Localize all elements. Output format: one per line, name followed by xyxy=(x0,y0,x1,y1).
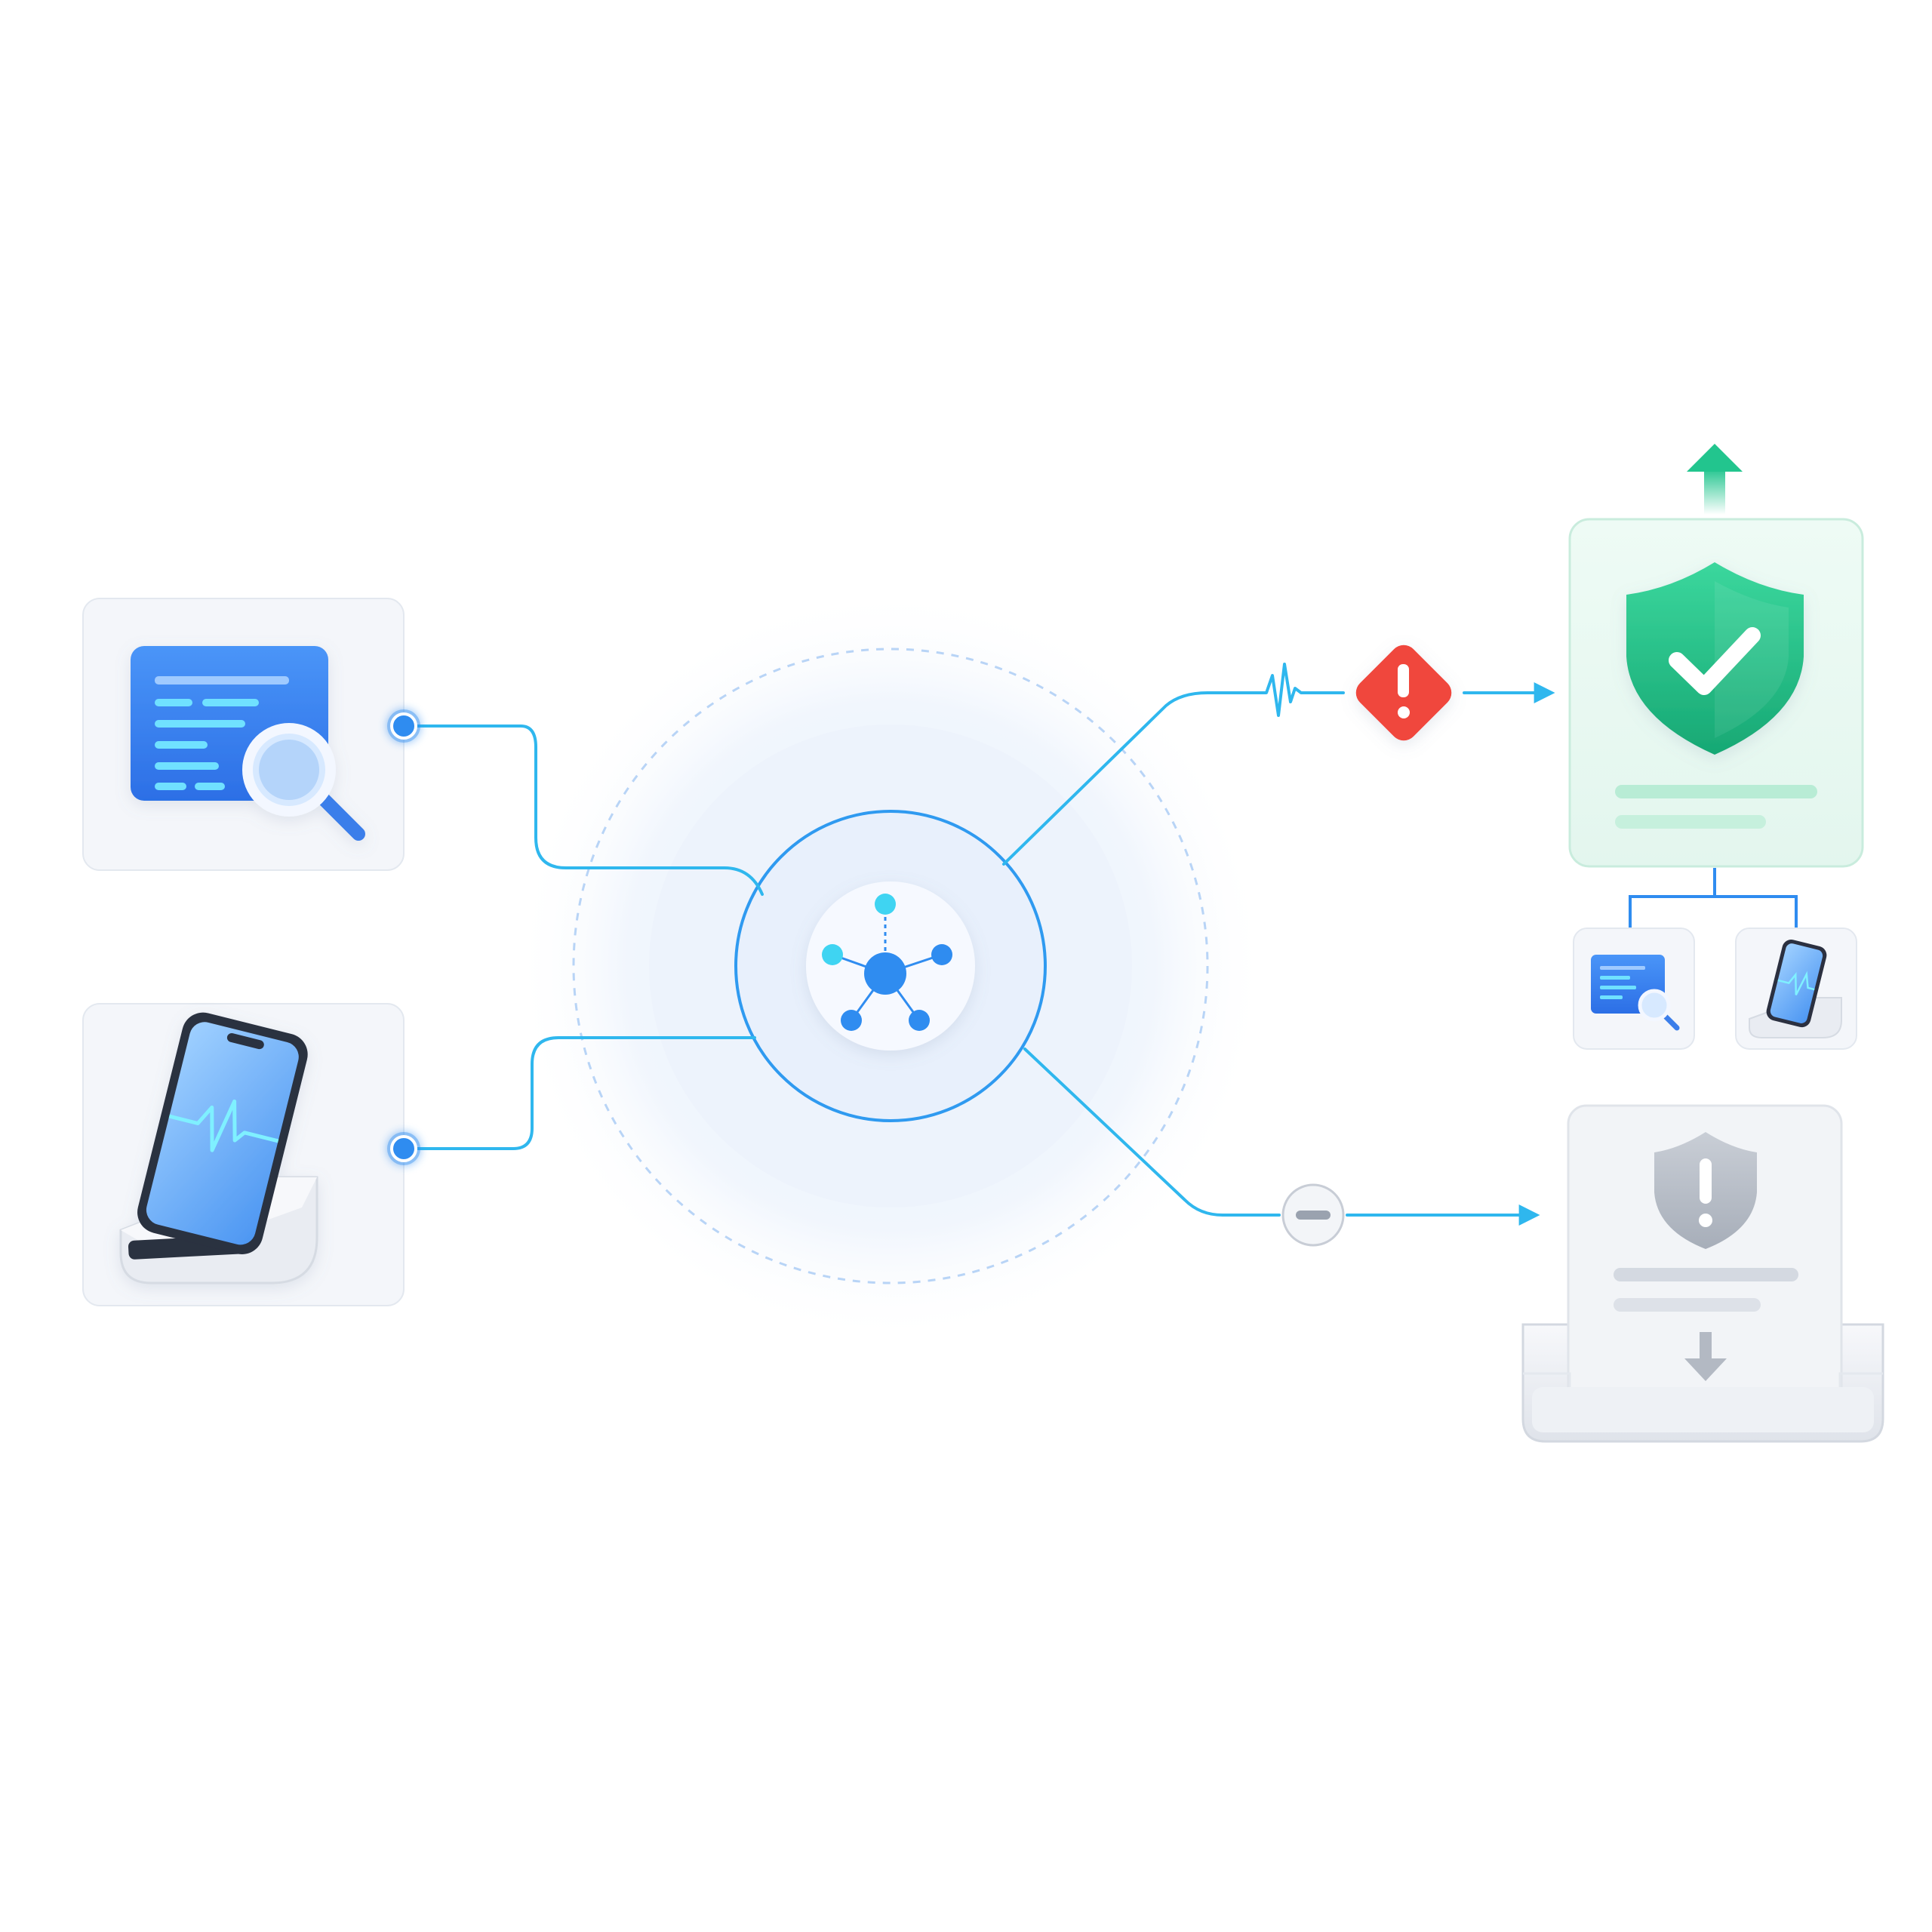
output-card-blocked xyxy=(1521,1104,1884,1443)
connector-blocked-output xyxy=(1023,1048,1281,1217)
output-card-approved xyxy=(1568,518,1864,868)
input-port-top xyxy=(387,709,420,743)
input-card-device-monitoring xyxy=(82,1003,420,1306)
heartbeat-pulse-icon xyxy=(1255,663,1345,717)
document-search-icon xyxy=(1591,955,1680,1031)
phone-heartbeat-dock-icon xyxy=(1749,939,1842,1038)
input-port-bottom xyxy=(387,1132,420,1165)
connector-bottom-input xyxy=(402,1036,756,1150)
network-hub-icon xyxy=(806,881,975,1051)
input-card-log-inspection xyxy=(82,598,420,871)
gray-shield-alert-icon xyxy=(1654,1132,1757,1249)
connector-top-input xyxy=(402,724,764,896)
upload-arrow-icon xyxy=(1687,444,1743,515)
download-arrow-icon xyxy=(1684,1332,1727,1381)
child-connector xyxy=(1629,868,1798,928)
phone-heartbeat-dock-icon xyxy=(119,1012,318,1284)
document-search-icon xyxy=(131,646,365,841)
connector-approved-output xyxy=(1002,691,1258,866)
child-card-device-monitoring xyxy=(1735,928,1857,1050)
child-card-log-inspection xyxy=(1573,928,1695,1050)
connector-lines xyxy=(402,682,1555,1226)
warning-diamond-icon xyxy=(1355,645,1452,741)
minus-circle-icon xyxy=(1281,1183,1345,1247)
green-shield-check-icon xyxy=(1626,562,1804,755)
